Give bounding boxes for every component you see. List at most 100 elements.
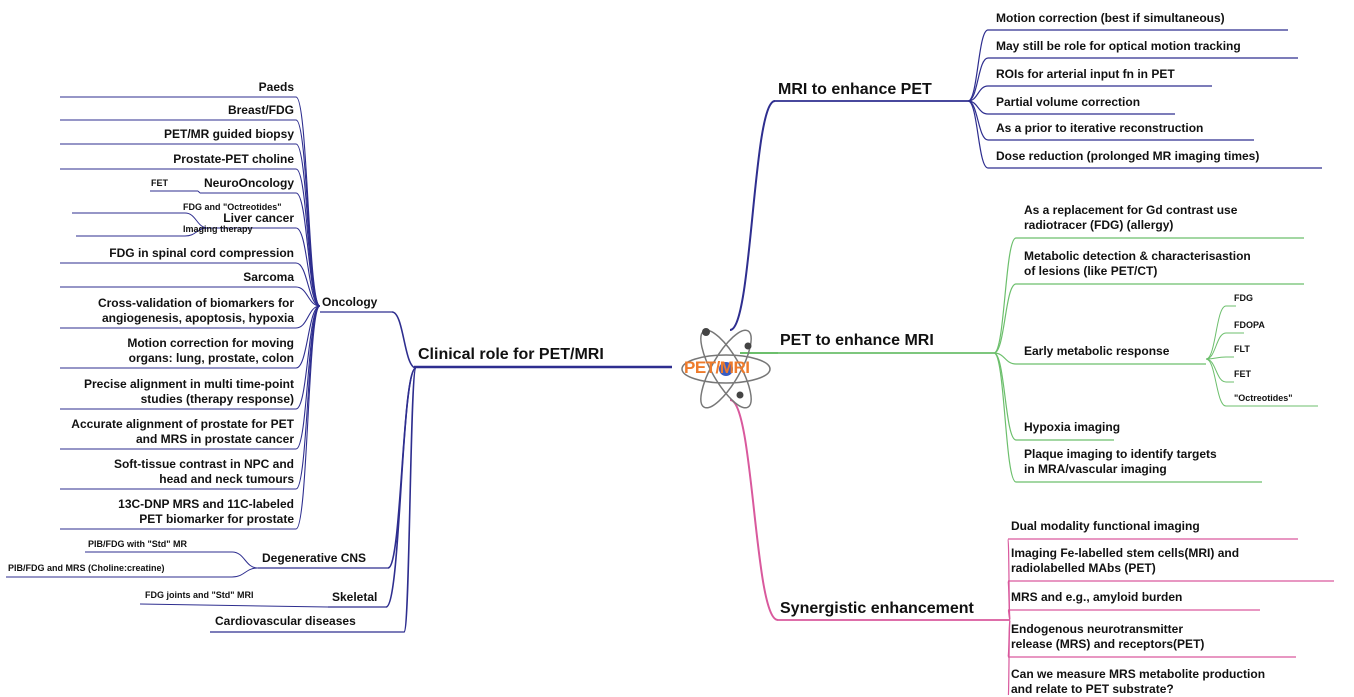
atom-particle	[719, 362, 733, 376]
skeletal-node: Skeletal	[332, 590, 378, 604]
oncology-item-line: Precise alignment in multi time-point	[83, 377, 294, 391]
oncology-connector	[295, 119, 321, 307]
atom-particle	[736, 391, 744, 399]
atom-particle	[702, 328, 710, 336]
pet-mri-item-line: radiotracer (FDG) (allergy)	[1024, 218, 1174, 232]
pet-mri-item-line: Metabolic detection & characterisastion	[1024, 249, 1251, 263]
pet-mri-connector	[993, 237, 1017, 354]
liver-sub-fdg: FDG and "Octreotides"	[183, 202, 282, 212]
synergy-item-line: Imaging Fe-labelled stem cells(MRI) and	[1011, 546, 1240, 560]
oncology-item-line: organs: lung, prostate, colon	[128, 351, 294, 365]
oncology-connector	[295, 227, 321, 307]
atom-orbit	[700, 329, 752, 409]
neurooncology-sub-fet: FET	[151, 178, 168, 188]
oncology-item-line: Accurate alignment of prostate for PET	[71, 417, 294, 431]
early-sub-connector	[1205, 358, 1227, 383]
pet-mri-item-line: of lesions (like PET/CT)	[1024, 264, 1158, 278]
skeletal-item: FDG joints and "Std" MRI	[145, 590, 254, 600]
synergy-item-line: release (MRS) and receptors(PET)	[1011, 637, 1205, 651]
mri-pet-item: Partial volume correction	[996, 95, 1141, 109]
pet-to-enhance-mri-node: PET to enhance MRI	[780, 332, 934, 349]
oncology-connector	[295, 305, 321, 369]
hub-to-mri-pet	[729, 100, 776, 331]
hub-to-synergy	[729, 399, 779, 621]
synergy-item-line: radiolabelled MAbs (PET)	[1011, 561, 1156, 575]
clinical-role-root: Clinical role for PET/MRI	[418, 346, 604, 363]
degen-connector	[231, 567, 259, 578]
oncology-item: Paeds	[258, 80, 294, 94]
early-metabolic-sub-item: FDOPA	[1234, 320, 1265, 330]
pet-mri-connector	[993, 352, 1017, 365]
early-metabolic-sub-item: FLT	[1234, 344, 1250, 354]
oncology-connector	[295, 286, 321, 307]
oncology-item-line: studies (therapy response)	[140, 392, 294, 406]
liver-sub-imaging: Imaging therapy	[183, 224, 253, 234]
oncology-item-line: PET biomarker for prostate	[139, 512, 294, 526]
pet-mri-connector	[993, 352, 1017, 483]
pet-mri-item-line: Plaque imaging to identify targets	[1024, 447, 1217, 461]
center-hub-label: PET/MRI	[684, 358, 750, 377]
oncology-connector	[295, 192, 321, 307]
pet-mri-item: Hypoxia imaging	[1024, 420, 1121, 434]
synergy-item: Can we measure MRS metabolite production…	[1011, 667, 1265, 697]
pet-mri-connector	[993, 283, 1017, 354]
oncology-item-line: 13C-DNP MRS and 11C-labeled	[118, 497, 294, 511]
oncology-item-line: angiogenesis, apoptosis, hypoxia	[101, 311, 294, 325]
liver-sub-connector	[184, 212, 209, 229]
oncology-item: Sarcoma	[243, 270, 294, 284]
degenerative-item: PIB/FDG with "Std" MR	[88, 539, 188, 549]
cardio-to-root	[403, 367, 417, 633]
oncology-item-line: Motion correction for moving	[127, 336, 294, 350]
oncology-node: Oncology	[322, 295, 378, 309]
skeletal-to-root	[385, 367, 417, 608]
synergy-item: MRS and e.g., amyloid burden	[1011, 590, 1183, 604]
atom-orbit	[681, 354, 771, 384]
synergistic-enhancement-node: Synergistic enhancement	[780, 600, 974, 617]
oncology-item: NeuroOncology	[203, 176, 294, 190]
neuro-sub-link	[197, 190, 201, 194]
oncology-item: FDG in spinal cord compression	[109, 246, 294, 260]
pet-mri-connector	[993, 352, 1017, 441]
pet-mri-item-line: in MRA/vascular imaging	[1024, 462, 1167, 476]
mri-pet-item: As a prior to iterative reconstruction	[996, 121, 1204, 135]
oncology-item: Breast/FDG	[227, 103, 294, 117]
synergy-item-line: and relate to PET substrate?	[1011, 682, 1174, 696]
early-metabolic-sub-item: "Octreotides"	[1234, 393, 1293, 403]
pet-mri-item: Early metabolic response	[1024, 344, 1170, 358]
mri-pet-item: May still be role for optical motion tra…	[996, 39, 1241, 53]
mri-pet-connector	[967, 100, 989, 169]
cardiovascular-node: Cardiovascular diseases	[215, 614, 356, 628]
degenerative-cns-node: Degenerative CNS	[262, 551, 367, 565]
early-sub-connector	[1205, 358, 1227, 407]
synergy-connector	[1007, 619, 1011, 695]
mri-to-enhance-pet-node: MRI to enhance PET	[778, 81, 932, 98]
oncology-item-line: head and neck tumours	[159, 472, 294, 486]
mri-pet-item: Dose reduction (prolonged MR imaging tim…	[996, 149, 1260, 163]
atom-particle	[744, 342, 752, 350]
mri-pet-item: ROIs for arterial input fn in PET	[996, 67, 1175, 81]
oncology-connector	[295, 262, 321, 307]
mri-pet-item: Motion correction (best if simultaneous)	[996, 11, 1225, 25]
oncology-item-line: and MRS in prostate cancer	[135, 432, 294, 446]
early-sub-connector	[1205, 305, 1227, 360]
pet-mri-item-line: As a replacement for Gd contrast use	[1024, 203, 1238, 217]
oncology-connector	[295, 143, 321, 307]
mri-pet-connector	[967, 85, 989, 102]
degen-connector	[231, 551, 259, 569]
liver-sub-connector	[184, 227, 209, 237]
atom-icon	[681, 328, 771, 409]
synergy-item-line: Can we measure MRS metabolite production	[1011, 667, 1266, 681]
skeletal-item-underline	[139, 603, 329, 608]
oncology-item: Liver cancer	[223, 211, 294, 225]
mri-pet-connector	[967, 57, 989, 102]
oncology-item: Prostate-PET choline	[173, 152, 294, 166]
